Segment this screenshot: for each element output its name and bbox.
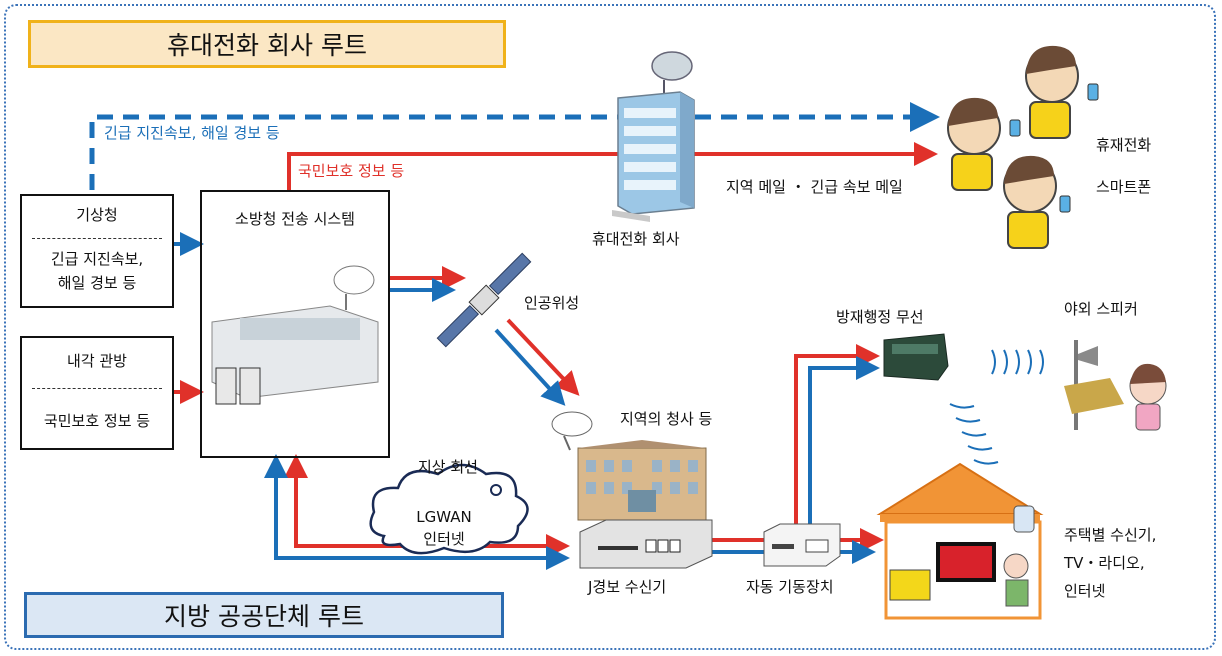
home-label-3: 인터넷 — [1064, 582, 1106, 600]
carrier-company-label: 휴대전화 회사 — [592, 230, 680, 248]
outdoor-speaker-label: 야외 스피커 — [1064, 300, 1138, 318]
satellite-icon — [436, 252, 532, 348]
radio-console-icon — [883, 333, 949, 381]
area-mail-label: 지역 메일 ・ 긴급 속보 메일 — [726, 178, 903, 196]
home-label-1: 주택별 수신기, — [1064, 526, 1157, 544]
house-icon — [876, 462, 1044, 620]
ground-line-label: 지상 회선 — [418, 458, 478, 476]
server-icon — [215, 367, 261, 405]
lgwan-label-1: LGWAN — [416, 508, 472, 526]
dashed-blue-label: 긴급 지진속보, 해일 경보 등 — [104, 124, 280, 142]
bosai-radio-label: 방재행정 무선 — [836, 308, 924, 326]
carrier-route-title: 휴대전화 회사 루트 — [28, 20, 506, 68]
receiver-device-icon — [579, 519, 713, 569]
person-phone-icon — [947, 45, 1099, 249]
jma-body-2: 해일 경보 등 — [57, 274, 137, 292]
home-label-2: TV・라디오, — [1064, 554, 1145, 572]
jma-body-1: 긴급 지진속보, — [50, 250, 144, 268]
red-line-label: 국민보호 정보 등 — [298, 162, 405, 180]
cloud-icon — [369, 463, 529, 555]
city-hall-icon — [577, 440, 707, 521]
phone-label-1: 휴재전화 — [1096, 136, 1152, 154]
cabinet-divider — [32, 388, 162, 389]
radio-waves — [949, 349, 1044, 465]
arrow-satellite-cityhall-blue — [494, 328, 566, 406]
satellite-label: 인공위성 — [524, 294, 580, 312]
city-hall-label: 지역의 청사 등 — [620, 410, 713, 428]
jalert-receiver-label: J경보 수신기 — [588, 578, 667, 596]
jma-divider — [32, 238, 162, 239]
fdma-title: 소방청 전송 시스템 — [235, 210, 355, 228]
arrow-satellite-cityhall-red — [506, 318, 580, 396]
fdma-box: 소방청 전송 시스템 — [200, 190, 390, 458]
jma-title: 기상청 — [76, 206, 118, 224]
red-top-line — [287, 142, 938, 190]
cabinet-box: 내각 관방 국민보호 정보 등 — [20, 336, 174, 450]
office-building-icon — [612, 51, 695, 222]
lgwan-label-2: 인터넷 — [423, 530, 465, 548]
diagram-frame — [4, 4, 1216, 650]
local-route-title: 지방 공공단체 루트 — [24, 592, 504, 638]
jma-box: 기상청 긴급 지진속보, 해일 경보 등 — [20, 194, 174, 308]
satellite-dish-icon — [551, 411, 593, 451]
cabinet-title: 내각 관방 — [67, 352, 127, 370]
arrow-to-radio-red — [794, 344, 880, 530]
speaker-pole-icon — [1064, 340, 1167, 431]
phone-label-2: 스마트폰 — [1096, 178, 1152, 196]
auto-start-device-icon — [763, 523, 841, 567]
auto-start-label: 자동 기동장치 — [746, 578, 834, 596]
cabinet-body: 국민보호 정보 등 — [43, 412, 151, 430]
arrow-to-radio-blue — [808, 356, 880, 530]
